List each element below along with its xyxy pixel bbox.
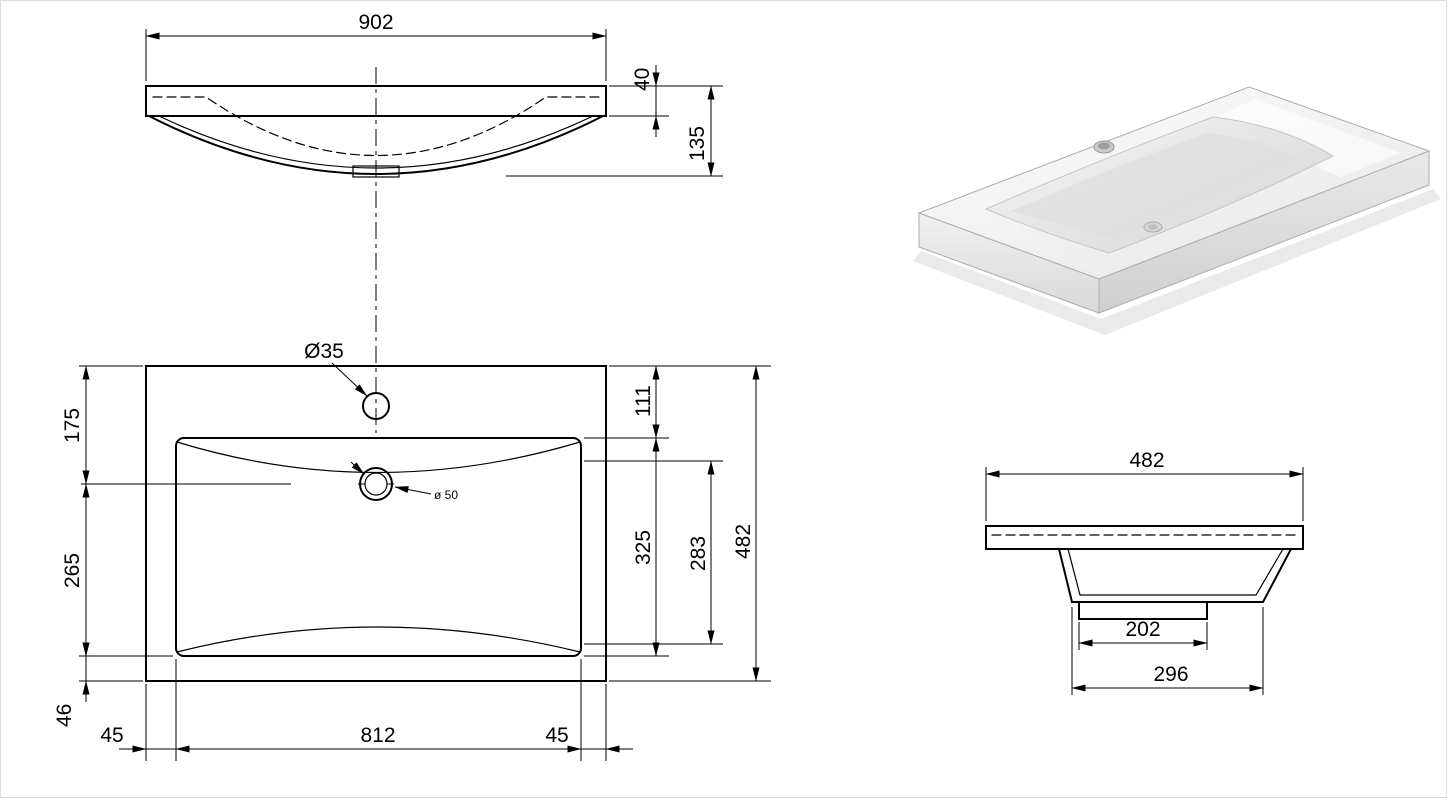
front-outline — [145, 85, 607, 178]
plan-basin-bottom-curve — [176, 626, 581, 653]
side-width-dimension: 482 — [985, 449, 1304, 521]
plan-left-dimensions: 175 265 46 — [53, 365, 291, 727]
plan-bottom-dimensions: 45 812 45 — [100, 659, 633, 761]
dim-label-45-left: 45 — [100, 724, 123, 747]
faucet-hole-callout: Ø35 — [304, 340, 368, 397]
render-basin-shade — [1011, 133, 1301, 239]
side-flange-dimension: 202 — [1078, 618, 1208, 650]
leader-line — [394, 486, 432, 495]
dim-label-46: 46 — [53, 704, 76, 727]
dim-label-283: 283 — [687, 536, 710, 571]
render-highlight — [1206, 99, 1401, 177]
dim-label-40: 40 — [631, 68, 654, 91]
front-rim — [145, 85, 607, 117]
dim-label-265: 265 — [61, 553, 84, 588]
leader-line — [331, 362, 368, 397]
drain-hole-inner — [364, 472, 388, 496]
dim-label-296: 296 — [1153, 663, 1188, 686]
perspective-view — [913, 86, 1441, 335]
side-bowl-inner — [1067, 548, 1284, 596]
side-outline — [985, 525, 1304, 620]
drain-callout: ø 50 — [350, 461, 458, 502]
render-drain-inner — [1148, 224, 1158, 230]
plan-view: Ø35 ø 50 175 265 46 — [53, 340, 771, 761]
plan-outer-edge — [145, 365, 607, 682]
render-faucet-hole-inner — [1098, 142, 1110, 150]
dim-label-175: 175 — [61, 408, 84, 443]
side-bottom-dimension: 296 — [1071, 607, 1264, 695]
dim-label-202: 202 — [1125, 618, 1160, 641]
dim-label-111: 111 — [632, 385, 655, 417]
faucet-hole — [362, 392, 390, 420]
dim-label-135: 135 — [686, 126, 709, 161]
dim-label-45-right: 45 — [545, 724, 568, 747]
front-depth-dimension: 135 — [506, 85, 723, 177]
plan-basin-top-curve — [176, 441, 581, 474]
front-rim-height-dimension: 40 — [609, 65, 723, 137]
front-hidden-basin-edge — [152, 96, 600, 157]
plan-right-dimensions: 111 325 283 482 — [584, 365, 771, 682]
side-drain-flange — [1078, 601, 1208, 620]
side-bowl-outer — [1058, 548, 1292, 603]
plan-basin-edge — [175, 437, 582, 657]
dim-label-325: 325 — [632, 530, 655, 565]
dim-label-902: 902 — [358, 11, 393, 34]
plan-outline — [145, 365, 607, 682]
label-drain-diameter: ø 50 — [434, 488, 458, 502]
side-view: 482 202 296 — [985, 449, 1304, 695]
render-shadow — [913, 189, 1441, 335]
side-rim — [985, 525, 1304, 550]
leader-arrow — [350, 461, 365, 475]
dim-label-812: 812 — [360, 724, 395, 747]
dim-label-482: 482 — [1129, 449, 1164, 472]
front-view: 902 40 135 — [145, 11, 723, 433]
label-faucet-diameter: Ø35 — [304, 340, 344, 363]
dim-label-482: 482 — [732, 524, 755, 559]
front-width-dimension: 902 — [145, 11, 607, 81]
